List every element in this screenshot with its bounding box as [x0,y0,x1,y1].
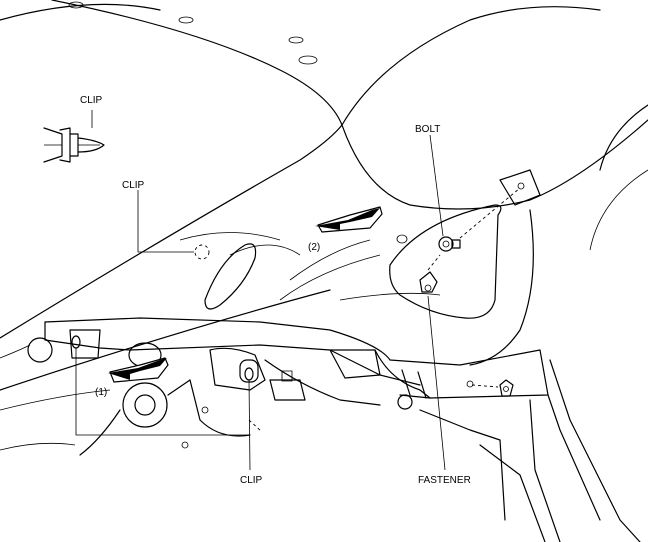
step-2-label: (2) [308,242,320,253]
clip-mid-marker [137,190,210,260]
clip-leaders-step-1 [71,335,263,471]
quarter-trim-panel [389,169,541,366]
clip-label-bottom: CLIP [240,475,263,486]
clip-detail-icon [43,110,105,163]
removal-arrow-1 [108,357,169,383]
roof-holes [68,1,318,65]
clip-label-mid: CLIP [122,180,145,191]
panel-contours [0,232,441,359]
bolt-label: BOLT [415,124,440,135]
left-side-components [0,337,209,456]
bolt-icon [429,134,521,252]
removal-arrow-2 [315,206,383,233]
clip-label-top-left: CLIP [80,95,103,106]
body-panel-outline [0,0,648,391]
fastener-label: FASTENER [418,475,471,486]
fastener-lower-icon [471,379,514,397]
pillar-trim-assembly [44,317,641,542]
fastener-icon [419,254,446,471]
step-1-label: (1) [95,387,107,398]
